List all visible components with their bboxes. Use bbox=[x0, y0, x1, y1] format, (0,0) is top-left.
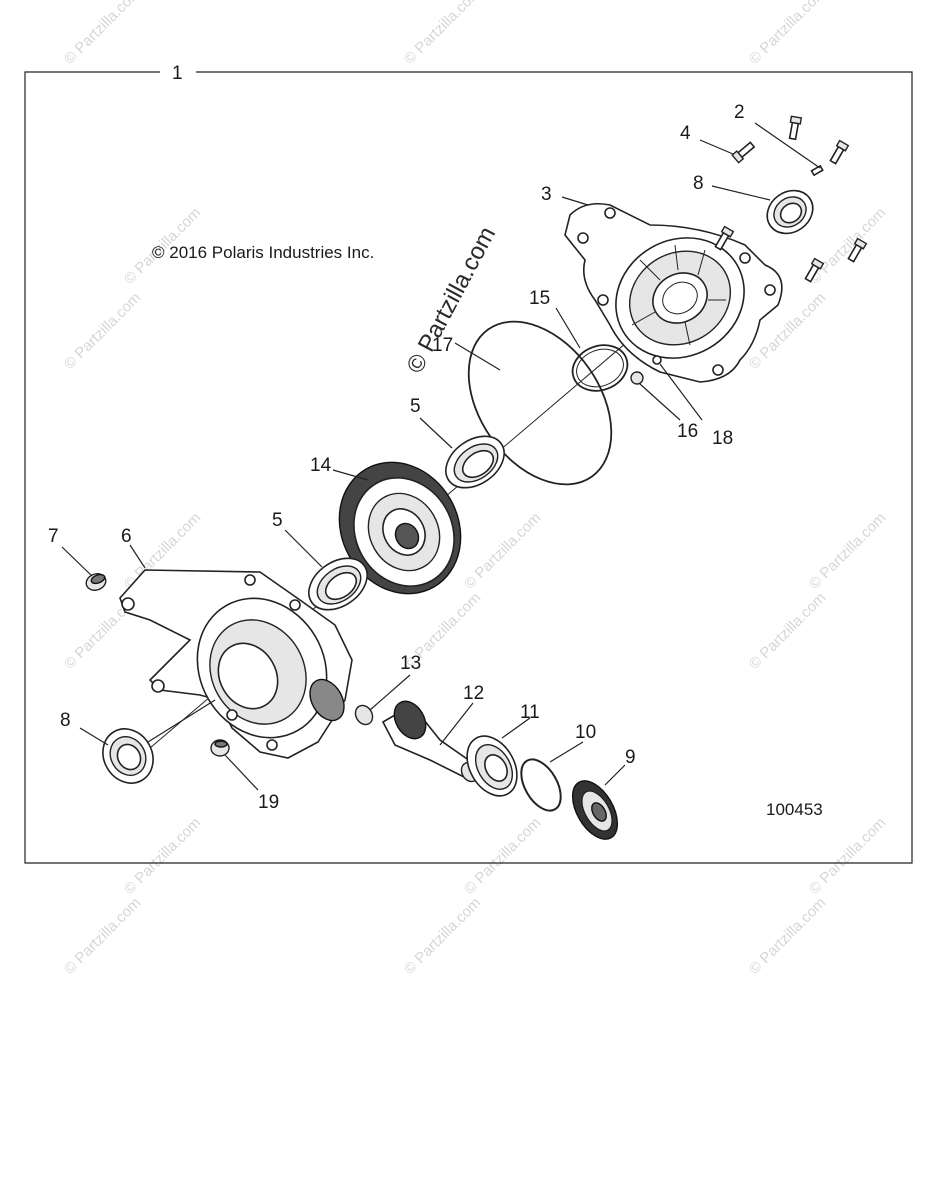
watermark: © Partzilla.com bbox=[461, 509, 544, 592]
main-housing bbox=[119, 569, 353, 759]
pinion-shaft bbox=[381, 700, 482, 783]
watermark: © Partzilla.com bbox=[61, 0, 144, 68]
callout-10: 10 bbox=[575, 722, 596, 743]
callout-14: 14 bbox=[310, 455, 332, 476]
small-o-ring bbox=[571, 344, 629, 392]
snap-ring bbox=[520, 758, 562, 812]
upper-oil-seal bbox=[766, 189, 814, 235]
frame-label: 1 bbox=[172, 63, 183, 84]
callout-9: 9 bbox=[625, 747, 636, 768]
callout-17: 17 bbox=[432, 335, 453, 356]
watermark: © Partzilla.com bbox=[746, 0, 829, 68]
callout-19: 19 bbox=[258, 792, 279, 813]
watermark: © Partzilla.com bbox=[806, 814, 889, 897]
right-cover-housing bbox=[564, 202, 783, 383]
callout-8-lower: 8 bbox=[60, 710, 71, 731]
watermark: © Partzilla.com bbox=[806, 509, 889, 592]
watermark: © Partzilla.com bbox=[61, 289, 144, 372]
assembly-frame bbox=[24, 71, 913, 864]
copyright-text: © 2016 Polaris Industries Inc. bbox=[152, 243, 374, 262]
callout-7: 7 bbox=[48, 526, 59, 547]
needle-bearing bbox=[354, 704, 374, 726]
callout-18: 18 bbox=[712, 428, 733, 449]
callout-3: 3 bbox=[541, 184, 552, 205]
callout-16: 16 bbox=[677, 421, 698, 442]
watermark: © Partzilla.com bbox=[401, 0, 484, 68]
watermark-layer: © Partzilla.com © Partzilla.com © Partzi… bbox=[61, 0, 889, 978]
watermark: © Partzilla.com bbox=[61, 894, 144, 977]
leader-lines bbox=[61, 122, 821, 791]
callout-labels: 2 4 3 8 15 17 5 18 16 14 5 7 6 13 12 11 … bbox=[48, 102, 745, 813]
callout-5-lower: 5 bbox=[272, 510, 283, 531]
callout-2: 2 bbox=[734, 102, 745, 123]
watermark: © Partzilla.com bbox=[746, 894, 829, 977]
drain-plug bbox=[630, 355, 662, 385]
watermark: © Partzilla.com bbox=[121, 814, 204, 897]
watermark: © Partzilla.com bbox=[806, 204, 889, 287]
fill-plug bbox=[210, 739, 230, 757]
pinion-seal bbox=[571, 780, 619, 840]
diagram-number: 100453 bbox=[766, 800, 823, 819]
upper-bearing bbox=[445, 435, 505, 489]
pinion-bearing bbox=[466, 735, 518, 797]
lower-bearing bbox=[308, 557, 368, 611]
watermark: © Partzilla.com bbox=[401, 894, 484, 977]
callout-8-upper: 8 bbox=[693, 173, 704, 194]
callout-12: 12 bbox=[463, 683, 484, 704]
watermark: © Partzilla.com bbox=[461, 814, 544, 897]
callout-15: 15 bbox=[529, 288, 550, 309]
lower-oil-seal bbox=[102, 728, 154, 784]
callout-6: 6 bbox=[121, 526, 132, 547]
callout-11: 11 bbox=[520, 702, 540, 723]
vent-plug bbox=[85, 573, 107, 591]
watermark: © Partzilla.com bbox=[746, 589, 829, 672]
bolt-group bbox=[714, 115, 868, 283]
callout-4: 4 bbox=[680, 123, 691, 144]
callout-13: 13 bbox=[400, 653, 421, 674]
callout-5-upper: 5 bbox=[410, 396, 421, 417]
ring-gear bbox=[338, 461, 462, 595]
